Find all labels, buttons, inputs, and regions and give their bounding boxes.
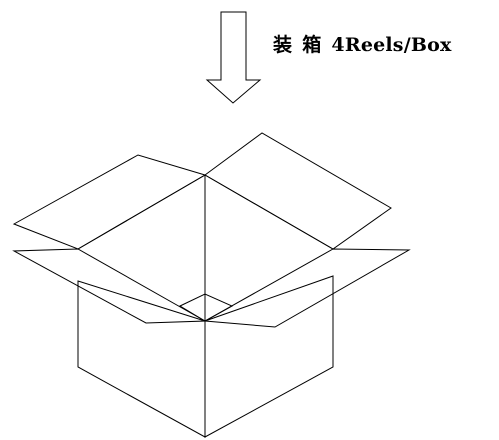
flap-back-left [12,154,207,250]
packing-caption: 装箱 4Reels/Box [273,30,452,57]
caption-char-1: 装 [273,34,293,56]
caption-char-2: 箱 [302,34,322,56]
flap-front-right [203,248,411,328]
flap-front-left [12,248,207,324]
box-front-right-face [204,275,334,438]
box-front-left-face [77,280,206,438]
down-arrow-icon [205,11,262,104]
flap-back-right [204,132,392,250]
caption-quantity: 4Reels/Box [331,34,452,56]
box-inner-floor [178,293,234,322]
